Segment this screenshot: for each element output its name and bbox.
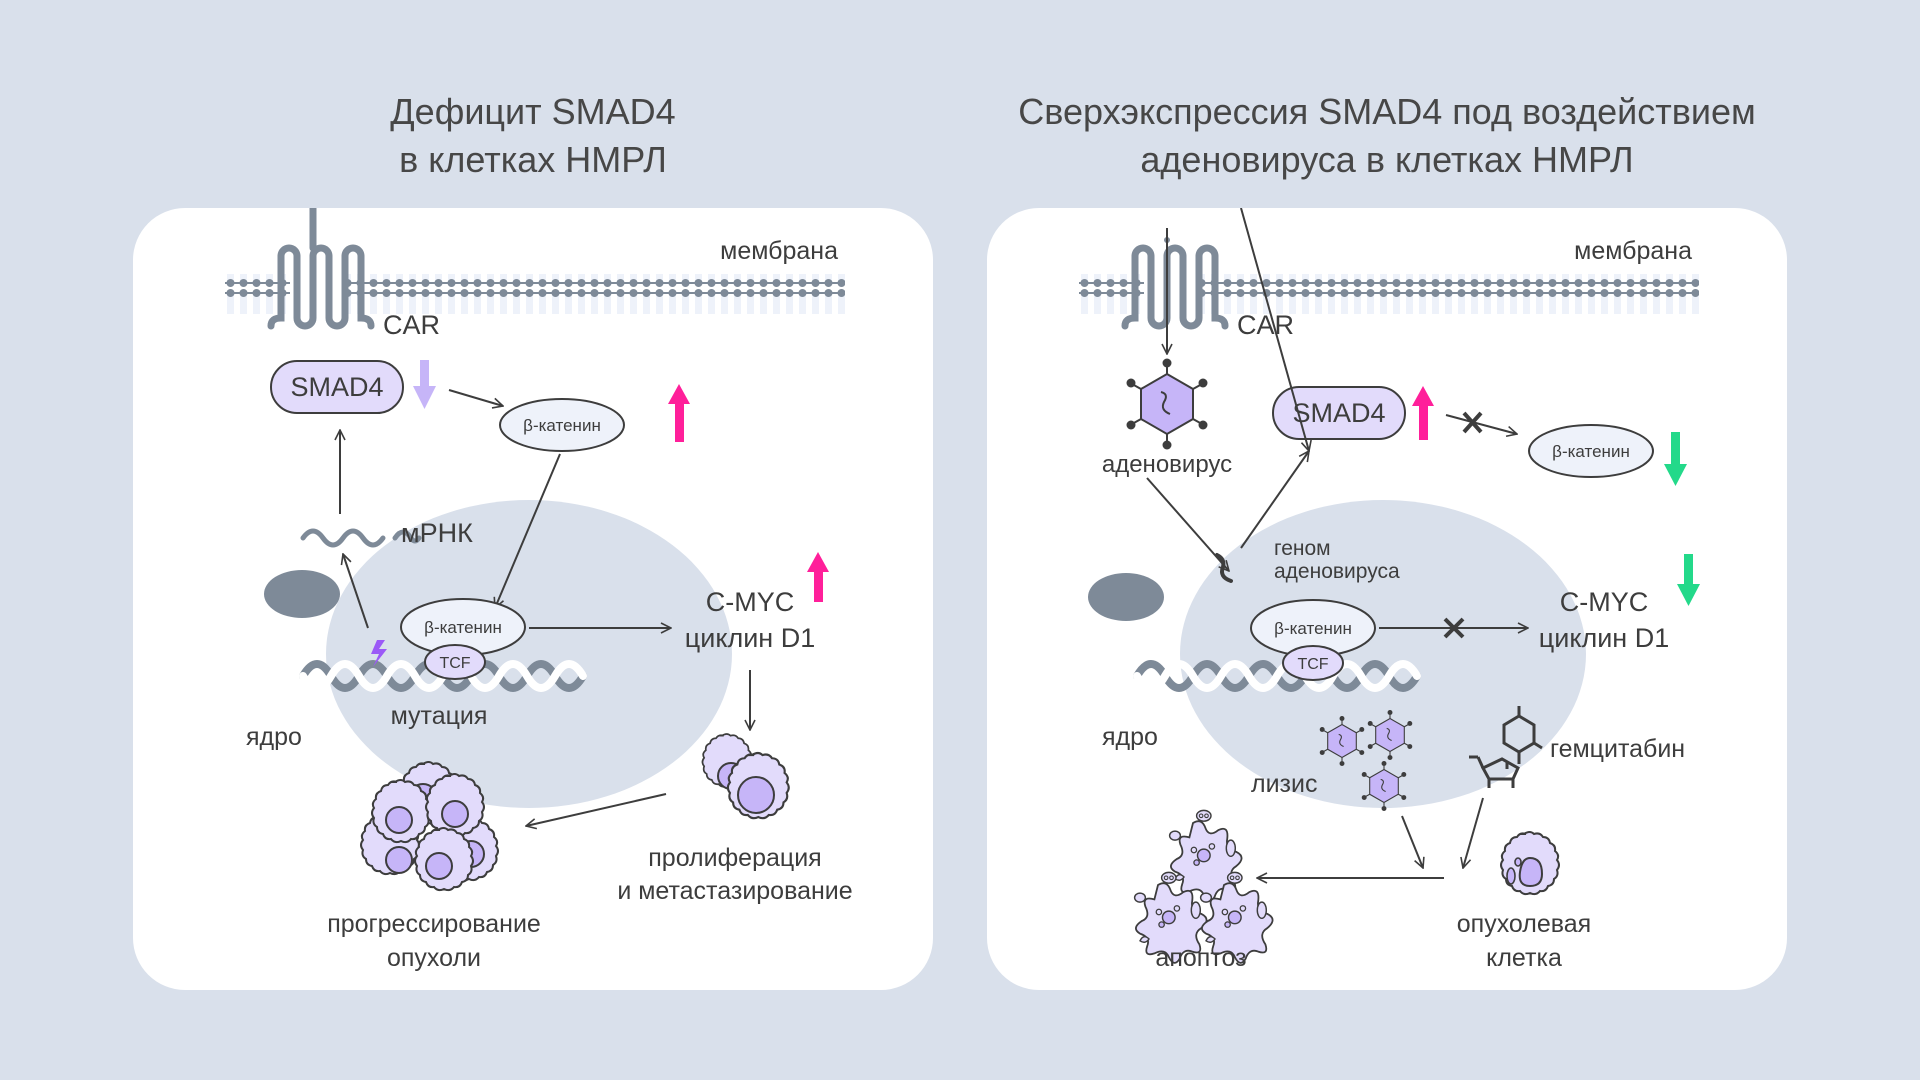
beta-catenin-to-nucleus-arrow bbox=[495, 453, 561, 608]
targets-up-arrow-icon bbox=[807, 552, 829, 602]
targets-down-arrow-icon bbox=[1677, 554, 1700, 606]
adenovirus-icon bbox=[1125, 357, 1209, 451]
beta-catenin-up-arrow-icon bbox=[668, 384, 690, 442]
right-title-line2: аденовируса в клетках НМРЛ bbox=[1140, 139, 1634, 180]
beta-catenin-down-arrow-icon bbox=[1664, 432, 1687, 486]
complex-beta-catenin-label: β-катенин bbox=[1274, 619, 1352, 638]
left-panel: мембрана CAR SMAD4 β-катенин мРНК bbox=[133, 208, 933, 990]
mutation-lightning-icon bbox=[371, 640, 387, 667]
right-panel-title: Сверхэкспрессия SMAD4 под воздействием а… bbox=[987, 88, 1787, 184]
dna-helix-icon bbox=[1133, 660, 1421, 692]
genome-line1: геном bbox=[1274, 537, 1331, 560]
smad4-label: SMAD4 bbox=[290, 372, 383, 402]
nucleus-label: ядро bbox=[246, 723, 302, 751]
cyclin-d1-label: циклин D1 bbox=[1539, 623, 1669, 653]
nucleus bbox=[326, 500, 732, 808]
mrna-icon bbox=[300, 528, 422, 548]
right-diagram: мембрана CAR аденовирус SMAD4 β-катенин bbox=[1079, 208, 1700, 972]
smad4-to-beta-catenin-arrow bbox=[1445, 414, 1517, 434]
beta-catenin-protein bbox=[499, 398, 625, 452]
car-receptor-icon bbox=[267, 208, 375, 330]
left-panel-title: Дефицит SMAD4 в клетках НМРЛ bbox=[133, 88, 933, 184]
adenovirus-label: аденовирус bbox=[1102, 451, 1232, 478]
gemcitabine-to-apoptosis-arrow bbox=[1463, 797, 1484, 868]
blocked-x-icon bbox=[1462, 411, 1483, 434]
left-title-line1: Дефицит SMAD4 bbox=[390, 91, 676, 132]
nucleus bbox=[1180, 500, 1586, 808]
proliferating-cells-icon bbox=[701, 733, 790, 820]
genome-line2: аденовируса bbox=[1274, 560, 1400, 583]
cmyc-label: C-MYC bbox=[706, 587, 795, 617]
mutation-label: мутация bbox=[391, 702, 488, 730]
mrna-label: мРНК bbox=[401, 518, 473, 548]
gemcitabine-molecule-icon bbox=[1469, 706, 1543, 788]
lysis-to-apoptosis-arrow bbox=[1401, 815, 1423, 868]
apoptotic-cells-icon bbox=[1133, 809, 1274, 964]
proliferation-to-progression-arrow bbox=[526, 793, 667, 826]
left-diagram: мембрана CAR SMAD4 β-катенин мРНК bbox=[225, 208, 853, 972]
smad4-label: SMAD4 bbox=[1292, 398, 1385, 428]
tcf-label: TCF bbox=[439, 655, 470, 672]
complex-beta-catenin-label: β-катенин bbox=[424, 618, 502, 637]
tumor-cell-line1: опухолевая bbox=[1457, 910, 1591, 938]
beta-catenin-protein bbox=[1528, 424, 1654, 478]
nucleus-label: ядро bbox=[1102, 723, 1158, 751]
left-title-line2: в клетках НМРЛ bbox=[399, 139, 667, 180]
membrane-label: мембрана bbox=[1574, 237, 1692, 265]
nucleolus bbox=[264, 570, 340, 618]
tumor-mass-icon bbox=[360, 761, 499, 892]
genome-to-smad4-arrow bbox=[1240, 208, 1309, 451]
tcf-label: TCF bbox=[1297, 656, 1328, 673]
lysis-label: лизис bbox=[1251, 770, 1317, 798]
nucleolus bbox=[1088, 573, 1164, 621]
right-panel: мембрана CAR аденовирус SMAD4 β-катенин bbox=[987, 208, 1787, 990]
proliferation-line1: пролиферация bbox=[648, 844, 821, 872]
tumor-cell-line2: клетка bbox=[1486, 944, 1562, 972]
blocked-x-icon bbox=[1443, 617, 1465, 639]
car-label: CAR bbox=[383, 310, 440, 340]
smad4-up-arrow-icon bbox=[1412, 386, 1434, 440]
cyclin-d1-label: циклин D1 bbox=[685, 623, 815, 653]
smad4-down-arrow-icon bbox=[413, 360, 436, 409]
beta-catenin-label: β-катенин bbox=[523, 416, 601, 435]
tcf-protein bbox=[424, 644, 486, 680]
tcf-protein bbox=[1282, 645, 1344, 681]
smad4-protein bbox=[1272, 386, 1406, 440]
car-label: CAR bbox=[1237, 310, 1294, 340]
adenovirus-genome-icon bbox=[1215, 553, 1233, 583]
gemcitabine-label: гемцитабин bbox=[1550, 735, 1685, 763]
car-receptor-icon bbox=[1121, 237, 1229, 330]
membrane-label: мембрана bbox=[720, 237, 838, 265]
smad4-to-beta-catenin-arrow bbox=[448, 389, 503, 406]
smad4-protein bbox=[270, 360, 404, 414]
mutation-to-mrna-arrow bbox=[343, 554, 369, 629]
genome-to-smad4-line bbox=[1240, 451, 1309, 549]
cmyc-label: C-MYC bbox=[1560, 587, 1649, 617]
progression-line1: прогрессирование bbox=[327, 910, 541, 938]
tumor-cell-icon bbox=[1500, 831, 1560, 896]
progression-line2: опухоли bbox=[387, 944, 481, 972]
proliferation-line2: и метастазирование bbox=[617, 877, 852, 905]
right-title-line1: Сверхэкспрессия SMAD4 под воздействием bbox=[1018, 91, 1756, 132]
apoptosis-label: апоптоз bbox=[1155, 944, 1246, 972]
beta-catenin-label: β-катенин bbox=[1552, 442, 1630, 461]
